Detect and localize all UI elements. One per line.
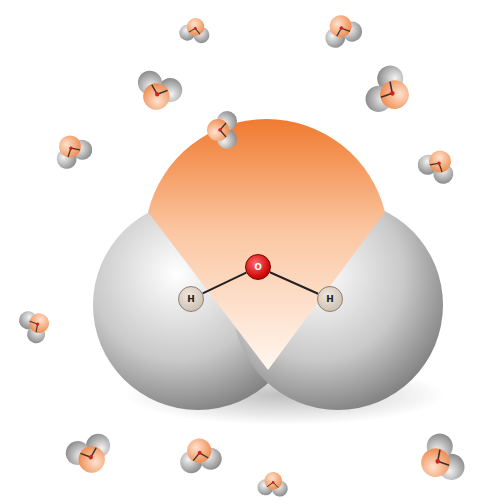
- bond-line: [270, 272, 318, 293]
- atom-circle: O: [245, 254, 271, 280]
- bond-line: [203, 273, 247, 294]
- atom-symbol: O: [254, 263, 262, 272]
- atom-circle: H: [317, 286, 343, 312]
- atom-symbol: H: [326, 295, 334, 304]
- atom-symbol: H: [187, 295, 195, 304]
- atom-circle: H: [178, 286, 204, 312]
